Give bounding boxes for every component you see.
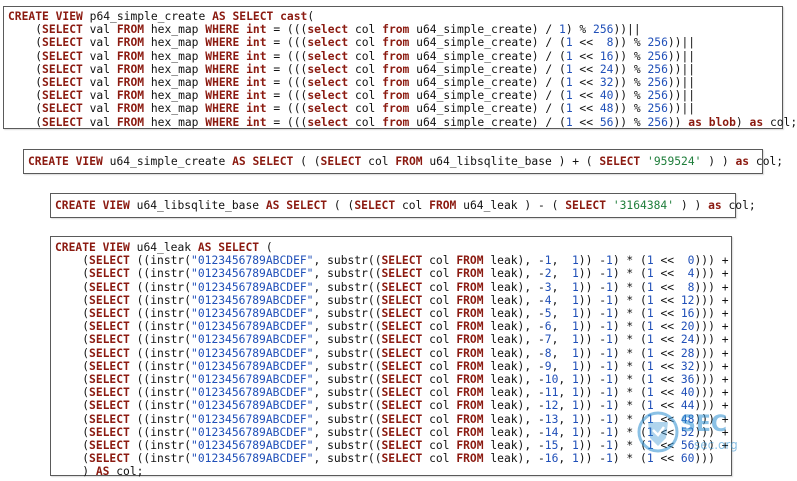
code-line: ) AS col; xyxy=(55,465,144,479)
watermark-subtext: sec.org xyxy=(694,438,738,452)
code-line: (SELECT val FROM hex_map WHERE int = (((… xyxy=(8,102,696,116)
code-line: (SELECT ((instr("0123456789ABCDEF", subs… xyxy=(55,346,729,360)
code-line: (SELECT val FROM hex_map WHERE int = (((… xyxy=(8,89,696,103)
code-line: CREATE VIEW p64_simple_create AS SELECT … xyxy=(8,10,315,23)
code-line: (SELECT ((instr("0123456789ABCDEF", subs… xyxy=(55,307,729,321)
code-block-u64-simple-create: CREATE VIEW u64_simple_create AS SELECT … xyxy=(28,155,783,168)
code-line: (SELECT ((instr("0123456789ABCDEF", subs… xyxy=(55,439,729,453)
code-line: (SELECT val FROM hex_map WHERE int = (((… xyxy=(8,62,696,76)
code-box-p64-simple-create: CREATE VIEW p64_simple_create AS SELECT … xyxy=(3,6,797,129)
code-line: (SELECT val FROM hex_map WHERE int = (((… xyxy=(8,23,641,37)
code-line: CREATE VIEW u64_libsqlite_base AS SELECT… xyxy=(55,199,756,212)
code-line: (SELECT ((instr("0123456789ABCDEF", subs… xyxy=(55,425,729,439)
code-box-u64-simple-create: CREATE VIEW u64_simple_create AS SELECT … xyxy=(23,149,783,174)
watermark: SEC sec.org xyxy=(636,404,786,468)
code-line: (SELECT ((instr("0123456789ABCDEF", subs… xyxy=(55,359,729,373)
code-box-u64-leak: CREATE VIEW u64_leak AS SELECT ( (SELECT… xyxy=(50,236,732,479)
code-block-u64-libsqlite-base: CREATE VIEW u64_libsqlite_base AS SELECT… xyxy=(55,199,756,212)
code-line: (SELECT ((instr("0123456789ABCDEF", subs… xyxy=(55,452,715,466)
code-line: (SELECT ((instr("0123456789ABCDEF", subs… xyxy=(55,254,729,268)
code-line: (SELECT ((instr("0123456789ABCDEF", subs… xyxy=(55,412,729,426)
code-block-u64-leak: CREATE VIEW u64_leak AS SELECT ( (SELECT… xyxy=(55,241,729,479)
code-line: (SELECT ((instr("0123456789ABCDEF", subs… xyxy=(55,373,729,387)
code-line: (SELECT val FROM hex_map WHERE int = (((… xyxy=(8,76,696,90)
code-box-u64-libsqlite-base: CREATE VIEW u64_libsqlite_base AS SELECT… xyxy=(50,193,756,218)
shield-logo-icon xyxy=(637,411,679,453)
code-line: (SELECT ((instr("0123456789ABCDEF", subs… xyxy=(55,280,729,294)
code-block-p64-simple-create: CREATE VIEW p64_simple_create AS SELECT … xyxy=(8,10,797,129)
code-line: (SELECT ((instr("0123456789ABCDEF", subs… xyxy=(55,333,729,347)
watermark-word: SEC xyxy=(680,412,728,437)
code-line: (SELECT val FROM hex_map WHERE int = (((… xyxy=(8,36,696,50)
code-line: (SELECT val FROM hex_map WHERE int = (((… xyxy=(8,115,797,129)
code-line: (SELECT ((instr("0123456789ABCDEF", subs… xyxy=(55,386,729,400)
code-line: (SELECT ((instr("0123456789ABCDEF", subs… xyxy=(55,293,729,307)
code-line: CREATE VIEW u64_simple_create AS SELECT … xyxy=(28,155,784,168)
code-line: (SELECT ((instr("0123456789ABCDEF", subs… xyxy=(55,399,729,413)
code-line: (SELECT ((instr("0123456789ABCDEF", subs… xyxy=(55,320,729,334)
code-line: (SELECT ((instr("0123456789ABCDEF", subs… xyxy=(55,267,729,281)
code-line: CREATE VIEW u64_leak AS SELECT ( xyxy=(55,241,273,254)
code-line: (SELECT val FROM hex_map WHERE int = (((… xyxy=(8,49,696,63)
